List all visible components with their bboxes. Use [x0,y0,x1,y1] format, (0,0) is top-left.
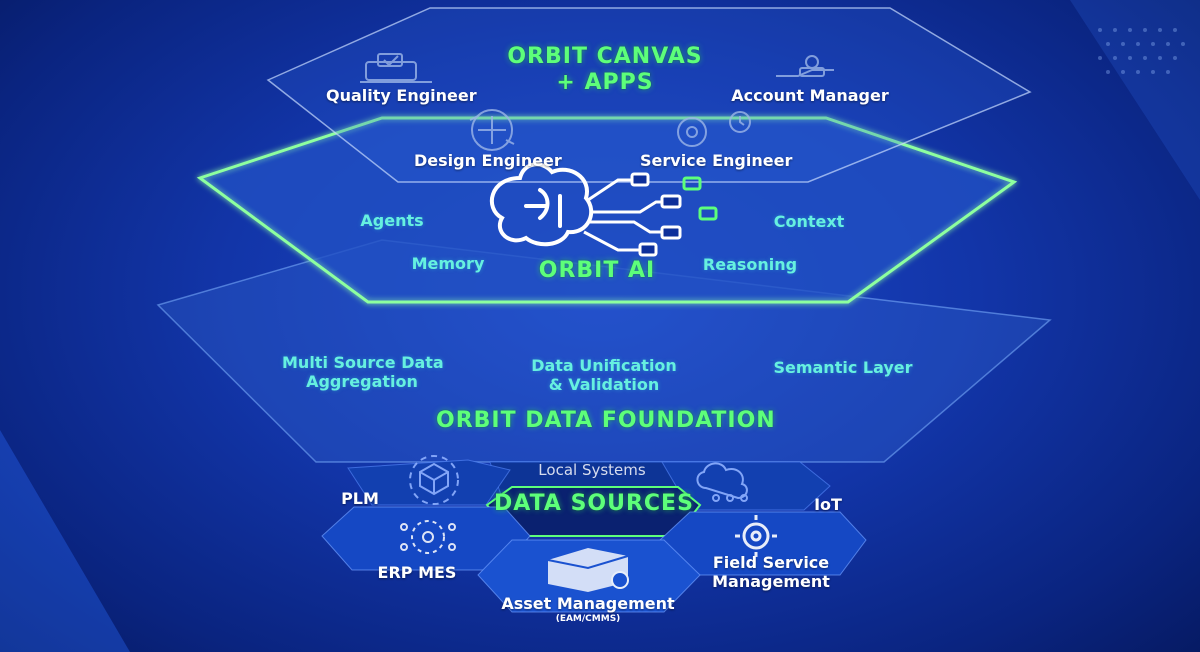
canvas-title-line2: + APPS [556,70,654,95]
bg-light-band-left [0,430,130,652]
source-iot: IoT [814,495,842,514]
design-engineer-icon [469,109,515,151]
role-label-service-engineer: Service Engineer [640,151,793,170]
source-asset-sub: (EAM/CMMS) [555,614,621,624]
data-sources-cluster [321,459,867,613]
canvas-title-line1: ORBIT CANVAS [507,44,703,69]
bg-light-band-right [1070,0,1200,200]
role-label-account-manager: Account Manager [731,86,889,105]
role-label-design-engineer: Design Engineer [414,151,562,170]
foundation-aggregation: Multi Source Data Aggregation [282,353,444,391]
source-erp-mes: ERP MES [377,563,457,582]
source-hex-plm [347,459,511,506]
source-field-service-line2: Management [712,572,830,591]
ai-circuit-nodes [630,172,682,257]
source-local-systems: Local Systems [538,461,646,479]
quality-engineer-icon [360,53,432,83]
iot-cloud-icon [696,462,748,502]
ai-title: ORBIT AI [538,258,656,283]
service-engineer-icon [677,111,751,147]
foundation-semantic-layer: Semantic Layer [773,358,913,377]
erp-network-icon [400,520,456,554]
ai-brain-icon [489,162,594,247]
foundation-unification-line2: & Validation [548,375,660,394]
canvas-title: ORBIT CANVAS + APPS [500,44,710,96]
role-label-quality-engineer: Quality Engineer [326,86,477,105]
foundation-unification: Data Unification & Validation [528,356,680,394]
foundation-title: ORBIT DATA FOUNDATION [436,408,776,433]
foundation-aggregation-line2: Aggregation [306,372,418,391]
ai-capability-context: Context [773,212,845,231]
ai-capability-agents: Agents [360,211,424,230]
ai-hexagon [196,116,1018,304]
sources-title: DATA SOURCES [494,491,694,516]
source-asset-management: Asset Management [501,594,675,613]
canvas-hexagon [266,7,1032,183]
asset-crate-icon [547,548,629,592]
bg-dot-pattern [1098,28,1185,74]
source-field-service: Field Service Management [708,553,834,591]
ai-circuit-lines [583,178,680,252]
ai-capability-memory: Memory [411,254,485,273]
plm-cube-icon [409,455,459,505]
fsm-gear-icon [735,515,777,557]
ai-circuit-nodes-green [682,176,718,221]
source-hex-erp [321,506,531,571]
foundation-unification-line1: Data Unification [531,356,677,375]
source-plm: PLM [341,489,379,508]
foundation-aggregation-line1: Multi Source Data [282,353,444,372]
ai-capability-reasoning: Reasoning [702,255,798,274]
source-field-service-line1: Field Service [712,553,830,572]
account-manager-icon [776,55,834,77]
